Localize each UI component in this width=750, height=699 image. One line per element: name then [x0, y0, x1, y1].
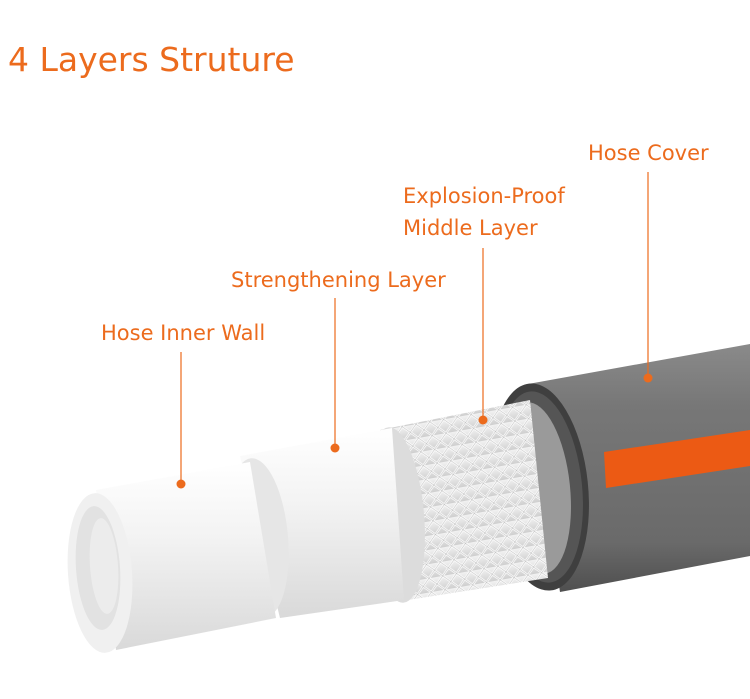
- label-middle-line1: Explosion-Proof: [403, 184, 565, 208]
- page-title: 4 Layers Struture: [8, 40, 295, 79]
- label-explosion-proof-middle-layer: Explosion-Proof Middle Layer: [403, 180, 565, 244]
- label-hose-inner-wall: Hose Inner Wall: [101, 321, 266, 345]
- dot-cover: [643, 373, 653, 383]
- dot-inner: [176, 479, 186, 489]
- dot-strength: [330, 443, 340, 453]
- inner-wall-body: [96, 462, 276, 650]
- hose-cover-stripe: [604, 430, 750, 488]
- label-middle-line2: Middle Layer: [403, 216, 538, 240]
- label-strengthening-layer: Strengthening Layer: [231, 268, 446, 292]
- label-hose-cover: Hose Cover: [588, 141, 709, 165]
- dot-middle: [478, 415, 488, 425]
